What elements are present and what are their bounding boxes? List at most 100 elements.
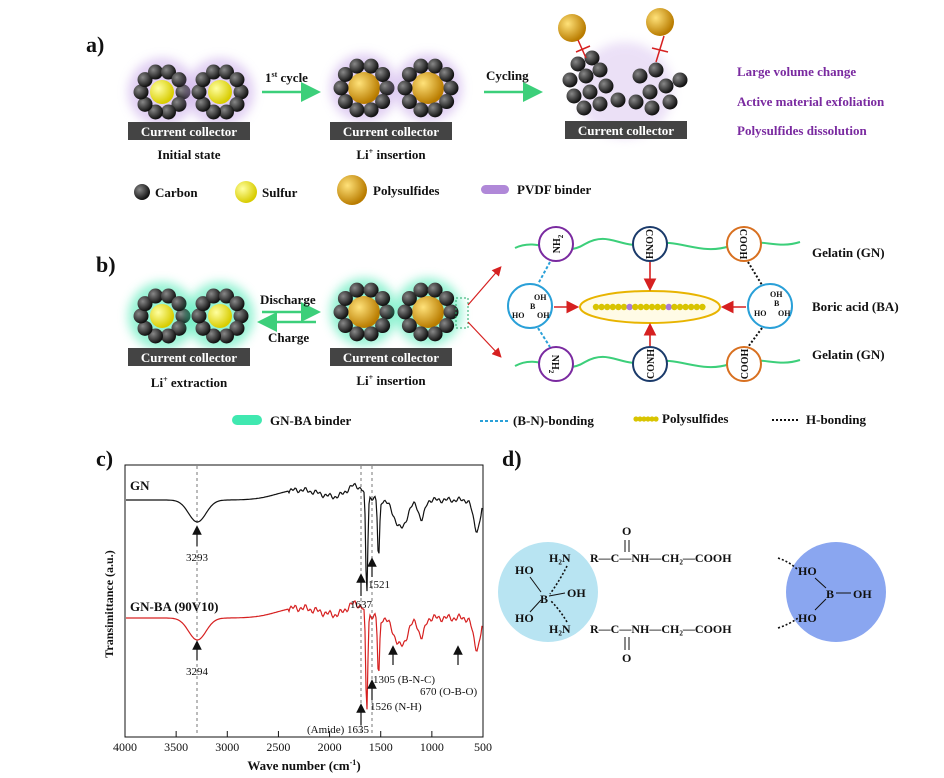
peak-1521: 1521 <box>368 579 390 591</box>
zoom-line-bottom <box>467 321 502 358</box>
ba-b: B <box>530 302 536 311</box>
carbon-particle <box>648 62 664 78</box>
polysulfide-bead <box>643 303 650 311</box>
peak-3294: 3294 <box>186 666 209 678</box>
polysulfide-bead <box>699 303 706 311</box>
boric-acid-left <box>507 283 553 329</box>
caption-li-insertion: Li+ insertion <box>356 147 426 162</box>
carbon-particle <box>133 308 149 324</box>
y-axis-label: Transimittance (a.u.) <box>102 550 116 657</box>
cycling-cluster <box>558 8 688 138</box>
polysulfide-bead <box>626 303 633 311</box>
carbon-particle <box>566 88 582 104</box>
nh2-group-top <box>538 226 574 262</box>
polysulfide-bead <box>654 303 661 311</box>
carbon-particle <box>578 68 594 84</box>
carbon-particle <box>363 102 379 118</box>
carbonyl-o-bottom: O <box>622 651 631 665</box>
carbon-particle <box>133 84 149 100</box>
caption-b-li-insertion: Li+ insertion <box>356 373 426 388</box>
carbon-particle <box>233 84 249 100</box>
carbon-particle <box>610 92 626 108</box>
polysulfide-bead <box>693 303 700 311</box>
carbon-particle <box>570 56 586 72</box>
polysulfide-bead <box>637 416 643 422</box>
label-discharge: Discharge <box>260 292 316 307</box>
carbon-particle <box>662 94 678 110</box>
peak-1526: 1526 (N-H) <box>370 701 422 713</box>
polysulfide-bead <box>598 303 605 311</box>
sulfur-particle <box>208 80 232 104</box>
carbon-particle <box>401 66 417 82</box>
legend-b-polysulfides: Polysulfides <box>662 411 728 426</box>
polysulfide-particle <box>558 14 586 42</box>
x-tick-label: 2000 <box>318 740 342 754</box>
legend-sulfur-swatch <box>235 181 257 203</box>
boric-acid-bubble-right <box>786 542 886 642</box>
carbon-particle <box>397 80 413 96</box>
carbon-particle <box>363 282 379 298</box>
carbon-particle <box>171 296 187 312</box>
series-gn-label: GN <box>130 478 150 493</box>
carbon-particle <box>218 288 234 304</box>
carbon-particle <box>397 304 413 320</box>
polysulfide-bead <box>676 303 684 311</box>
carbon-particle <box>171 72 187 88</box>
polysulfide-particle <box>646 8 674 36</box>
boric-acid-bubble-left <box>498 542 598 642</box>
x-tick-label: 2500 <box>266 740 290 754</box>
issue-exfoliation: Active material exfoliation <box>737 94 885 109</box>
polysulfide-bead <box>615 303 622 311</box>
carbon-particle <box>628 94 644 110</box>
collector-label: Current collector <box>343 124 439 139</box>
peak-670: 670 (O-B-O) <box>420 686 477 698</box>
sulfur-particle <box>150 304 174 328</box>
carbon-particle <box>160 328 176 344</box>
carbon-particle <box>337 318 353 334</box>
label-first-cycle: 1st cycle <box>265 70 308 85</box>
carbon-particle <box>171 96 187 112</box>
polysulfide-bead <box>609 303 616 311</box>
caption-initial-state: Initial state <box>157 147 220 162</box>
conh-group-top <box>632 226 668 262</box>
bn-bond-top <box>537 261 551 285</box>
oh-right: OH <box>853 587 872 601</box>
legend-polysulfides: Polysulfides <box>373 183 439 198</box>
plot-frame <box>124 464 484 738</box>
polysulfide-bead <box>604 303 611 311</box>
carbon-particle <box>160 104 176 120</box>
polysulfide-bead <box>688 303 695 311</box>
carbon-particle <box>443 304 459 320</box>
carbon-particle <box>379 80 395 96</box>
collector-bar <box>330 122 452 140</box>
polysulfide-bead <box>665 303 672 311</box>
carbon-particle <box>337 94 353 110</box>
cooh-group-top <box>726 226 762 262</box>
panel-b-label: b) <box>96 252 116 277</box>
legend-hbond: H-bonding <box>806 412 866 427</box>
ho-upper-left: HO <box>515 563 534 577</box>
carbon-particle <box>427 282 443 298</box>
carbon-particle <box>584 50 600 66</box>
chain-bottom: R—C—NH—CH₂—COOH <box>590 622 732 636</box>
carbon-particle <box>229 72 245 88</box>
boron-right: B <box>826 587 834 601</box>
ba-oh: OH <box>770 290 783 299</box>
carbon-particle <box>375 94 391 110</box>
legend-polysulfides-swatch <box>633 416 659 422</box>
carbon-particle <box>401 290 417 306</box>
carbon-particle <box>333 80 349 96</box>
li-extraction-cluster <box>128 282 254 350</box>
collector-bar <box>565 121 687 139</box>
polysulfide-bead <box>649 416 655 422</box>
carbon-particle <box>206 64 222 80</box>
panel-d-label: d) <box>502 446 522 471</box>
carbon-particle <box>229 96 245 112</box>
carbon-particle <box>137 72 153 88</box>
polysulfide-bead <box>592 303 600 311</box>
issue-volume-change: Large volume change <box>737 64 856 79</box>
ba-ho: HO <box>754 309 766 318</box>
label-cycling: Cycling <box>486 68 529 83</box>
carbon-particle <box>137 320 153 336</box>
